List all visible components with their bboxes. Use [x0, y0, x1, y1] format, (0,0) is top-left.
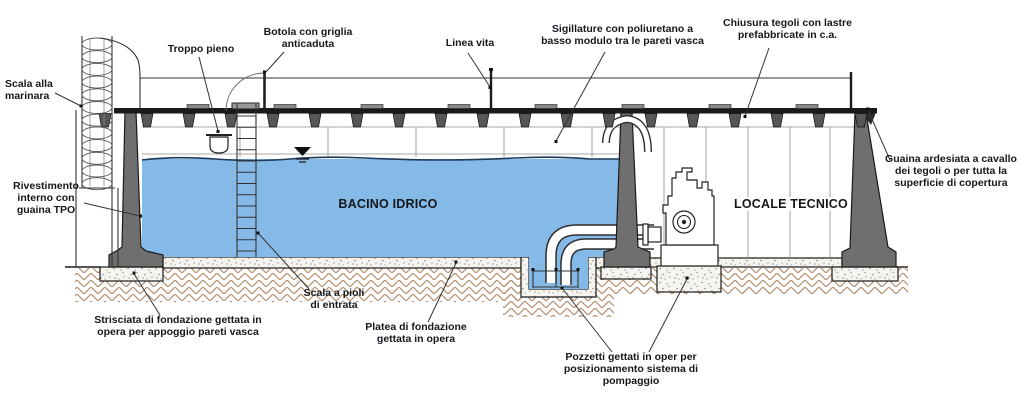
callout-botola: Botola con griglia anticaduta [263, 26, 353, 50]
strip-footing-right [831, 266, 899, 282]
area-label-locale-tecnico: LOCALE TECNICO [732, 197, 850, 211]
ground-hatch [75, 268, 908, 317]
callout-chiusura-tegoli: Chiusura tegoli con lastre prefabbricate… [723, 17, 852, 41]
water-level-symbol [294, 147, 311, 163]
pump-base [660, 244, 719, 267]
roof-tegoli-ribs [98, 113, 868, 128]
callout-scala-pioli: Scala a pioli di entrata [303, 287, 365, 311]
foundation-slab [162, 256, 522, 269]
callout-strisciata: Strisciata di fondazione gettata in oper… [94, 314, 262, 338]
vent-pipe [602, 114, 652, 153]
callout-platea: Platea di fondazione gettata in opera [365, 321, 467, 345]
cage-ladder [79, 36, 141, 266]
callout-pozzetti: Pozzetti gettati in oper per posizioname… [563, 351, 699, 387]
roof [98, 68, 877, 128]
suction-pipes [545, 224, 654, 285]
basin-wall-left [108, 110, 164, 268]
strip-footing-middle [600, 266, 652, 280]
entry-ladder [236, 104, 257, 257]
callout-scala-marinara: Scala alla marinara [5, 78, 53, 102]
walls [108, 110, 897, 268]
callout-guaina-ardesiata: Guaina ardesiata a cavallo dei tegoli o … [885, 153, 1017, 189]
area-label-bacino-idrico: BACINO IDRICO [338, 197, 438, 211]
pump-unit [642, 167, 722, 293]
roof-slab [114, 108, 877, 114]
pump-foundation-block [656, 265, 722, 293]
strip-footing-left [99, 266, 164, 282]
roof-cover-slabs [186, 104, 819, 109]
callout-rivestimento: Rivestimento interno con guaina TPO [13, 180, 79, 216]
dividing-wall [603, 112, 651, 268]
foot-valve-frame [531, 268, 580, 288]
hatch-swing-arc [225, 72, 265, 112]
water-surface [141, 156, 620, 162]
callout-sigillature: Sigillature con poliuretano a basso modu… [541, 23, 704, 47]
leader-lines [54, 47, 891, 353]
ladder-handrail [99, 37, 141, 108]
water-basin [141, 156, 620, 289]
hatch-lid [225, 72, 266, 112]
hatch-curb [231, 102, 260, 110]
callout-troppo-pieno: Troppo pieno [167, 43, 235, 55]
overflow-funnel [206, 134, 232, 154]
wall-right [841, 112, 897, 268]
callout-linea-vita: Linea vita [445, 37, 495, 49]
